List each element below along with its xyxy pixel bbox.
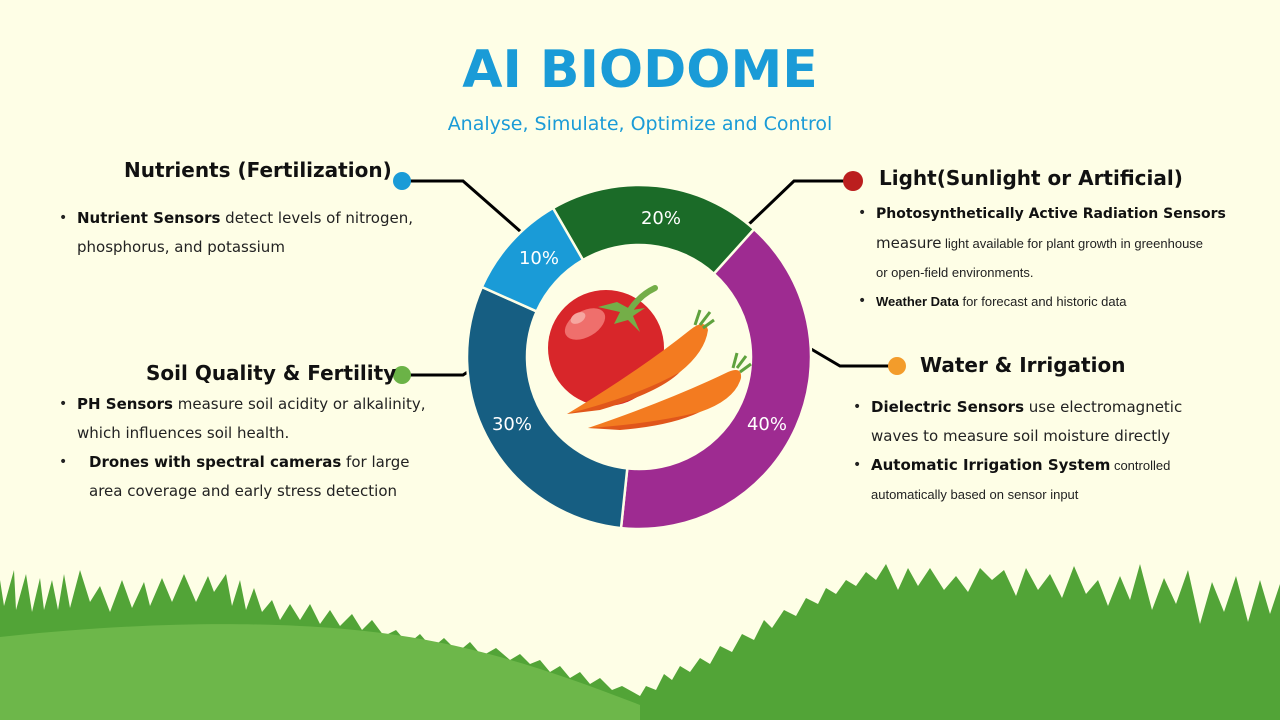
donut-segments: [465, 183, 813, 531]
bullet-item: •Photosynthetically Active Radiation Sen…: [858, 205, 1226, 280]
light-bullets: •Photosynthetically Active Radiation Sen…: [858, 199, 1276, 316]
page-subtitle: Analyse, Simulate, Optimize and Control: [447, 113, 833, 135]
tomato-carrot-icon: [548, 285, 752, 430]
grass-illustration: [0, 564, 1280, 720]
light-heading: Light(Sunlight or Artificial): [879, 166, 1183, 190]
label-light: 20%: [641, 208, 681, 229]
bullet-item: •PH Sensors measure soil acidity or alka…: [59, 395, 426, 442]
nutrients-heading: Nutrients (Fertilization): [124, 158, 392, 182]
light-dot-icon: [843, 171, 863, 191]
soil-dot-icon: [393, 366, 411, 384]
soil-bullets: •PH Sensors measure soil acidity or alka…: [59, 390, 457, 506]
label-nutrients: 10%: [519, 248, 559, 269]
nutrients-dot-icon: [393, 172, 411, 190]
segment-nutrients: [480, 206, 585, 314]
water-heading: Water & Irrigation: [920, 353, 1126, 377]
label-water: 40%: [747, 414, 787, 435]
label-soil: 30%: [492, 414, 532, 435]
bullet-item: •Nutrient Sensors detect levels of nitro…: [59, 209, 414, 256]
soil-heading: Soil Quality & Fertility: [146, 361, 397, 385]
nutrients-bullets: •Nutrient Sensors detect levels of nitro…: [59, 204, 437, 262]
water-dot-icon: [888, 357, 906, 375]
bullet-item: •Weather Data for forecast and historic …: [858, 293, 1127, 309]
page-title: AI BIODOME: [462, 40, 818, 100]
